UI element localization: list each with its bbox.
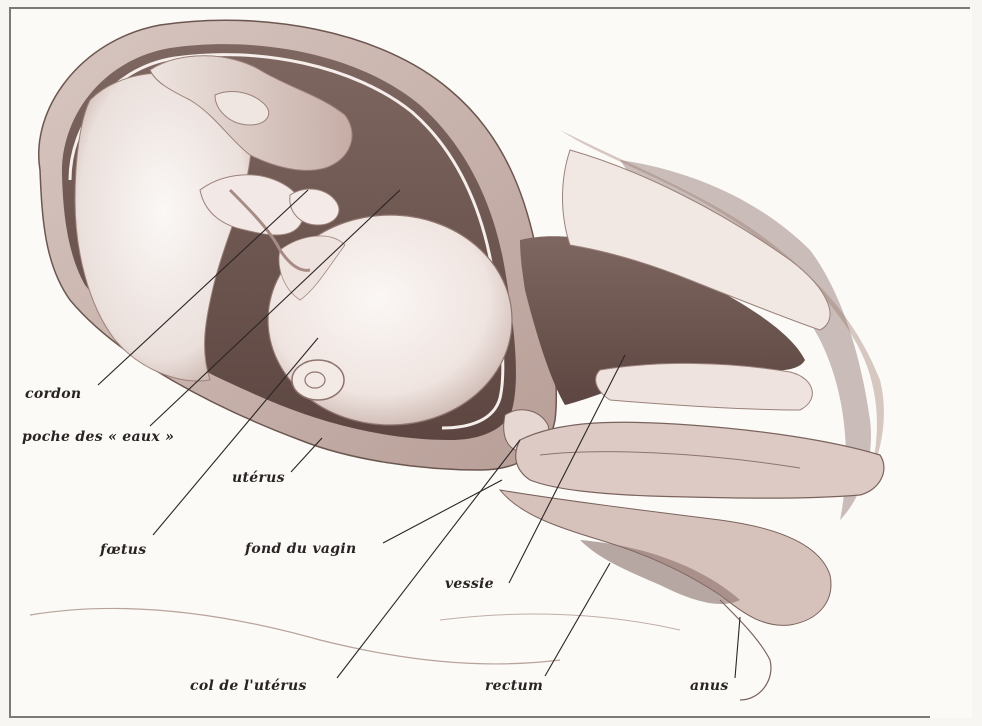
label-poche-des-eaux: poche des « eaux »	[22, 429, 174, 445]
leader-fond-vagin	[383, 480, 502, 543]
label-uterus: utérus	[232, 470, 285, 486]
label-fond-du-vagin: fond du vagin	[244, 541, 356, 557]
label-vessie: vessie	[445, 576, 494, 592]
label-anus: anus	[690, 678, 729, 694]
fetus-ear	[292, 360, 344, 400]
rectum	[500, 490, 831, 625]
lower-body-contour-2	[440, 614, 680, 630]
pubic-fold-lower	[596, 363, 813, 410]
label-cordon: cordon	[25, 386, 81, 402]
label-col-de-l-uterus: col de l'utérus	[190, 678, 307, 694]
leader-rectum	[545, 563, 610, 676]
label-foetus: fœtus	[99, 542, 146, 558]
leader-col-uterus	[337, 440, 520, 678]
lower-body-contour	[30, 608, 560, 663]
label-rectum: rectum	[485, 678, 543, 694]
leader-anus	[735, 617, 740, 678]
